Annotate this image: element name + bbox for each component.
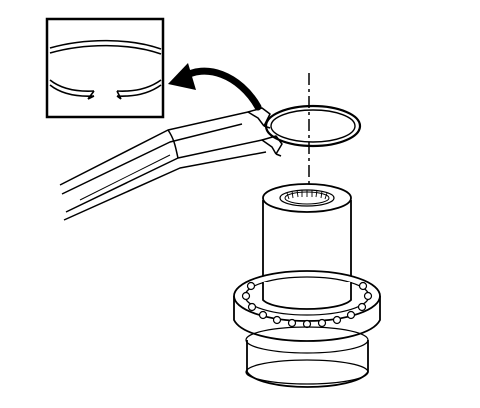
snap-ring-pliers <box>59 107 283 221</box>
snap-ring <box>264 104 362 148</box>
snap-ring-gap-detail <box>49 39 162 100</box>
splined-shaft-sleeve <box>262 183 352 283</box>
inset-detail-box <box>45 17 165 119</box>
removal-direction-arrow <box>168 63 262 111</box>
bearing-housing <box>233 270 381 388</box>
